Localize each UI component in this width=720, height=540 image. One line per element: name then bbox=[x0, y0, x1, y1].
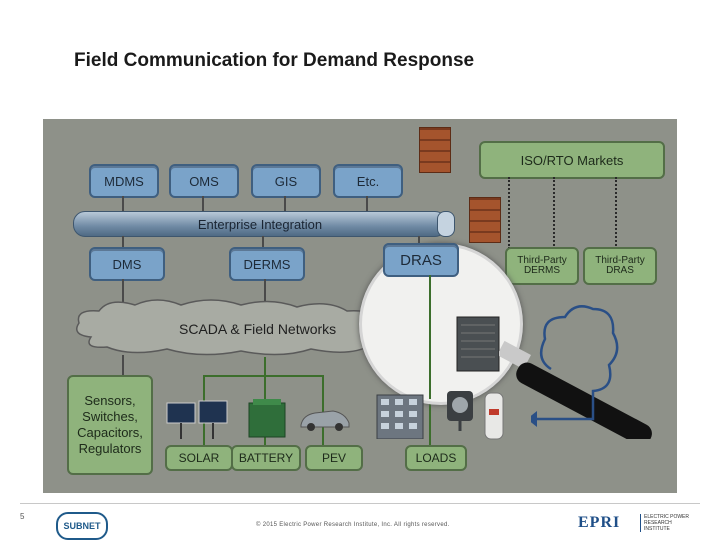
demand-response-diagram: MDMS OMS GIS Etc. Enterprise Integration… bbox=[43, 119, 677, 493]
solar-panel-icon bbox=[166, 400, 228, 439]
cloud-icon bbox=[76, 299, 390, 356]
field-device-label: Switches, bbox=[82, 408, 138, 424]
third-party-dras-box: Third-Party DRAS bbox=[583, 247, 657, 285]
office-building-icon bbox=[376, 394, 424, 439]
derms-box: DERMS bbox=[229, 247, 305, 281]
connector bbox=[366, 196, 368, 212]
oms-box: OMS bbox=[169, 164, 239, 198]
third-party-derms-box: Third-Party DERMS bbox=[505, 247, 579, 285]
dotted-connector bbox=[553, 177, 555, 249]
connector bbox=[284, 196, 286, 212]
gis-box: GIS bbox=[251, 164, 321, 198]
solar-label-box: SOLAR bbox=[165, 445, 233, 471]
water-heater-icon bbox=[484, 392, 504, 440]
subnet-logo: SUBNET bbox=[56, 512, 108, 540]
smart-meter-icon bbox=[447, 391, 473, 431]
dras-box-magnified: DRAS bbox=[383, 243, 459, 277]
air-conditioner-icon bbox=[456, 316, 500, 372]
connector bbox=[122, 355, 124, 375]
etc-box: Etc. bbox=[333, 164, 403, 198]
connector bbox=[202, 196, 204, 212]
return-cloud-icon bbox=[531, 305, 619, 427]
connector bbox=[122, 196, 124, 212]
network-line bbox=[264, 357, 266, 377]
dotted-connector bbox=[508, 177, 510, 249]
bus-end-cap bbox=[437, 211, 455, 237]
iso-rto-markets-box: ISO/RTO Markets bbox=[479, 141, 665, 179]
field-device-label: Sensors, bbox=[84, 392, 136, 408]
footer-divider bbox=[20, 503, 700, 504]
dotted-connector bbox=[615, 177, 617, 249]
loads-label-box: LOADS bbox=[405, 445, 467, 471]
firewall-icon bbox=[419, 127, 451, 173]
page-number: 5 bbox=[20, 512, 25, 521]
firewall-icon bbox=[469, 197, 501, 243]
pev-label-box: PEV bbox=[305, 445, 363, 471]
connector bbox=[264, 279, 266, 309]
epri-logo-subtitle: ELECTRIC POWER RESEARCH INSTITUTE bbox=[640, 514, 696, 532]
battery-icon bbox=[248, 399, 286, 438]
field-devices-box: Sensors, Switches, Capacitors, Regulator… bbox=[67, 375, 153, 475]
scada-network-label: SCADA & Field Networks bbox=[179, 321, 337, 337]
connector bbox=[122, 279, 124, 309]
field-device-label: Regulators bbox=[78, 441, 142, 457]
network-line bbox=[203, 375, 323, 377]
connector bbox=[262, 236, 264, 248]
enterprise-integration-bus: Enterprise Integration bbox=[73, 211, 447, 237]
copyright-text: © 2015 Electric Power Research Institute… bbox=[256, 522, 450, 528]
network-line bbox=[429, 275, 431, 399]
battery-label-box: BATTERY bbox=[231, 445, 301, 471]
mdms-box: MDMS bbox=[89, 164, 159, 198]
dms-box: DMS bbox=[89, 247, 165, 281]
epri-logo: EPRI bbox=[578, 514, 621, 531]
slide-title: Field Communication for Demand Response bbox=[74, 50, 475, 71]
connector bbox=[418, 236, 420, 248]
connector bbox=[122, 236, 124, 248]
network-line bbox=[322, 375, 324, 445]
field-device-label: Capacitors, bbox=[77, 425, 143, 440]
electric-car-icon bbox=[300, 410, 350, 431]
magnifier-handle-icon bbox=[499, 340, 652, 439]
